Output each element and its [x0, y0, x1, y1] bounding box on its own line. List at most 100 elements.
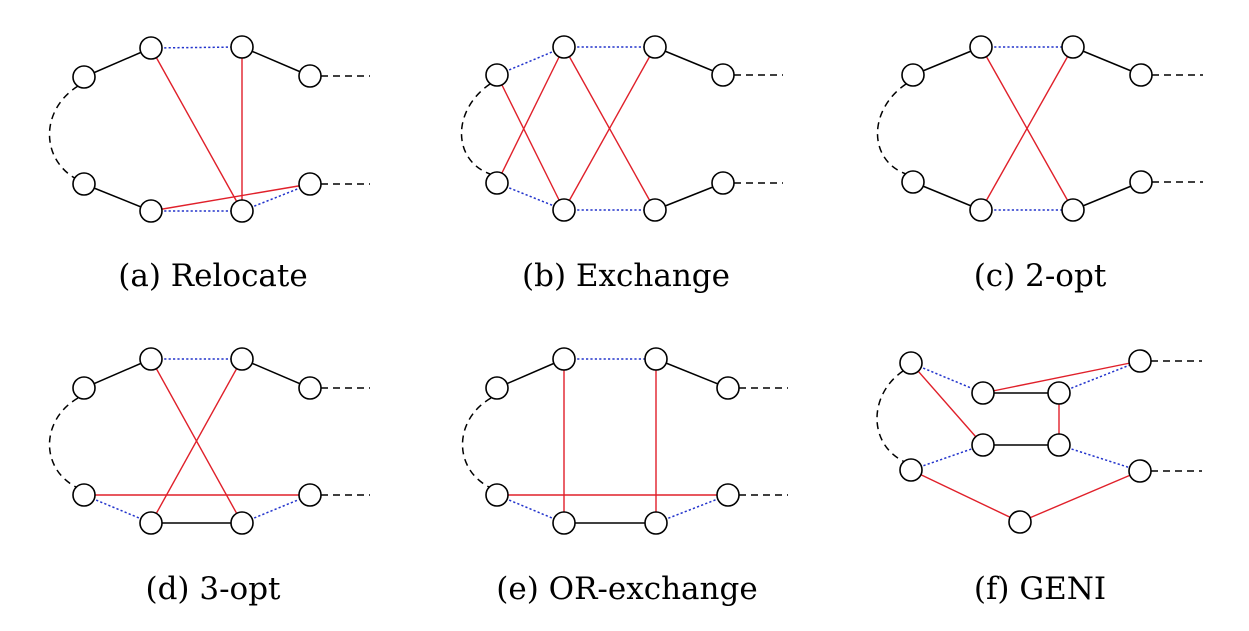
dashed-connector: [48, 397, 79, 489]
caption-or-exchange: (e) OR-exchange: [496, 571, 757, 607]
node: [899, 458, 923, 482]
node: [72, 376, 96, 400]
tour-edge: [912, 46, 982, 76]
node: [72, 483, 96, 507]
removed-edge: [496, 46, 565, 76]
added-edge: [150, 183, 311, 212]
panel-relocate: (a) Relocate: [48, 35, 370, 294]
dashed-connector: [876, 83, 907, 175]
added-edge: [563, 46, 656, 211]
tour-edge: [912, 181, 982, 211]
node: [139, 36, 163, 60]
node: [139, 347, 163, 371]
removed-edge: [83, 494, 152, 524]
removed-edge: [241, 183, 311, 212]
node: [230, 347, 254, 371]
node: [1129, 63, 1153, 87]
node: [899, 351, 923, 375]
node: [298, 172, 322, 196]
removed-edge: [1058, 444, 1141, 472]
node: [298, 64, 322, 88]
caption-2-opt: (c) 2-opt: [974, 258, 1107, 294]
caption-relocate: (a) Relocate: [118, 258, 307, 294]
node: [901, 63, 925, 87]
node: [971, 433, 995, 457]
added-edge: [910, 469, 1021, 523]
node: [1047, 433, 1071, 457]
node: [230, 511, 254, 535]
removed-edge: [910, 444, 984, 471]
node: [552, 511, 576, 535]
panel-or-exchange: (e) OR-exchange: [461, 347, 788, 607]
removed-edge: [1058, 360, 1141, 394]
added-edge: [496, 74, 565, 211]
caption-3-opt: (d) 3-opt: [145, 571, 281, 607]
node: [552, 198, 576, 222]
node: [969, 35, 993, 59]
node: [298, 483, 322, 507]
node: [716, 483, 740, 507]
node: [139, 511, 163, 535]
node: [1061, 35, 1085, 59]
panel-3-opt: (d) 3-opt: [48, 347, 370, 607]
node: [485, 171, 509, 195]
node: [644, 347, 668, 371]
dashed-connector: [461, 397, 492, 489]
node: [644, 511, 668, 535]
node: [901, 170, 925, 194]
node: [1129, 170, 1153, 194]
node: [485, 376, 509, 400]
tour-edge: [655, 358, 729, 389]
node: [711, 171, 735, 195]
node: [716, 376, 740, 400]
tour-edge: [496, 358, 565, 389]
caption-exchange: (b) Exchange: [522, 258, 730, 294]
node: [230, 35, 254, 59]
added-edge: [1019, 470, 1141, 523]
node: [1061, 198, 1085, 222]
tour-edge: [654, 182, 724, 211]
node: [72, 172, 96, 196]
node: [552, 347, 576, 371]
node: [552, 35, 576, 59]
node: [72, 65, 96, 89]
panel-exchange: (b) Exchange: [460, 35, 783, 294]
node: [485, 63, 509, 87]
node: [298, 376, 322, 400]
removed-edge: [496, 494, 565, 524]
tour-edge: [241, 358, 311, 389]
caption-geni: (f) GENI: [974, 571, 1106, 607]
panel-2-opt: (c) 2-opt: [876, 35, 1203, 294]
node: [1128, 459, 1152, 483]
node: [1008, 510, 1032, 534]
dashed-connector: [48, 85, 79, 181]
tour-edge: [1072, 46, 1142, 76]
added-edge: [982, 360, 1141, 394]
node: [971, 381, 995, 405]
added-edge: [496, 46, 565, 184]
node: [139, 199, 163, 223]
removed-edge: [496, 182, 565, 211]
node: [1128, 349, 1152, 373]
added-edge: [910, 362, 984, 446]
node: [1047, 381, 1071, 405]
tour-edge: [1072, 181, 1142, 211]
tour-edge: [241, 46, 311, 77]
added-edge: [150, 47, 243, 212]
removed-edge: [150, 46, 243, 49]
dashed-connector: [460, 83, 491, 175]
node: [643, 35, 667, 59]
node: [711, 63, 735, 87]
node: [643, 198, 667, 222]
dashed-connector: [876, 370, 906, 463]
node: [969, 198, 993, 222]
node: [230, 199, 254, 223]
tour-edge: [83, 358, 152, 389]
added-edge: [980, 46, 1074, 211]
tour-edge: [654, 46, 724, 76]
tour-edge: [83, 183, 152, 212]
tour-edge: [83, 47, 152, 78]
panel-geni: (f) GENI: [876, 349, 1202, 607]
node: [485, 483, 509, 507]
